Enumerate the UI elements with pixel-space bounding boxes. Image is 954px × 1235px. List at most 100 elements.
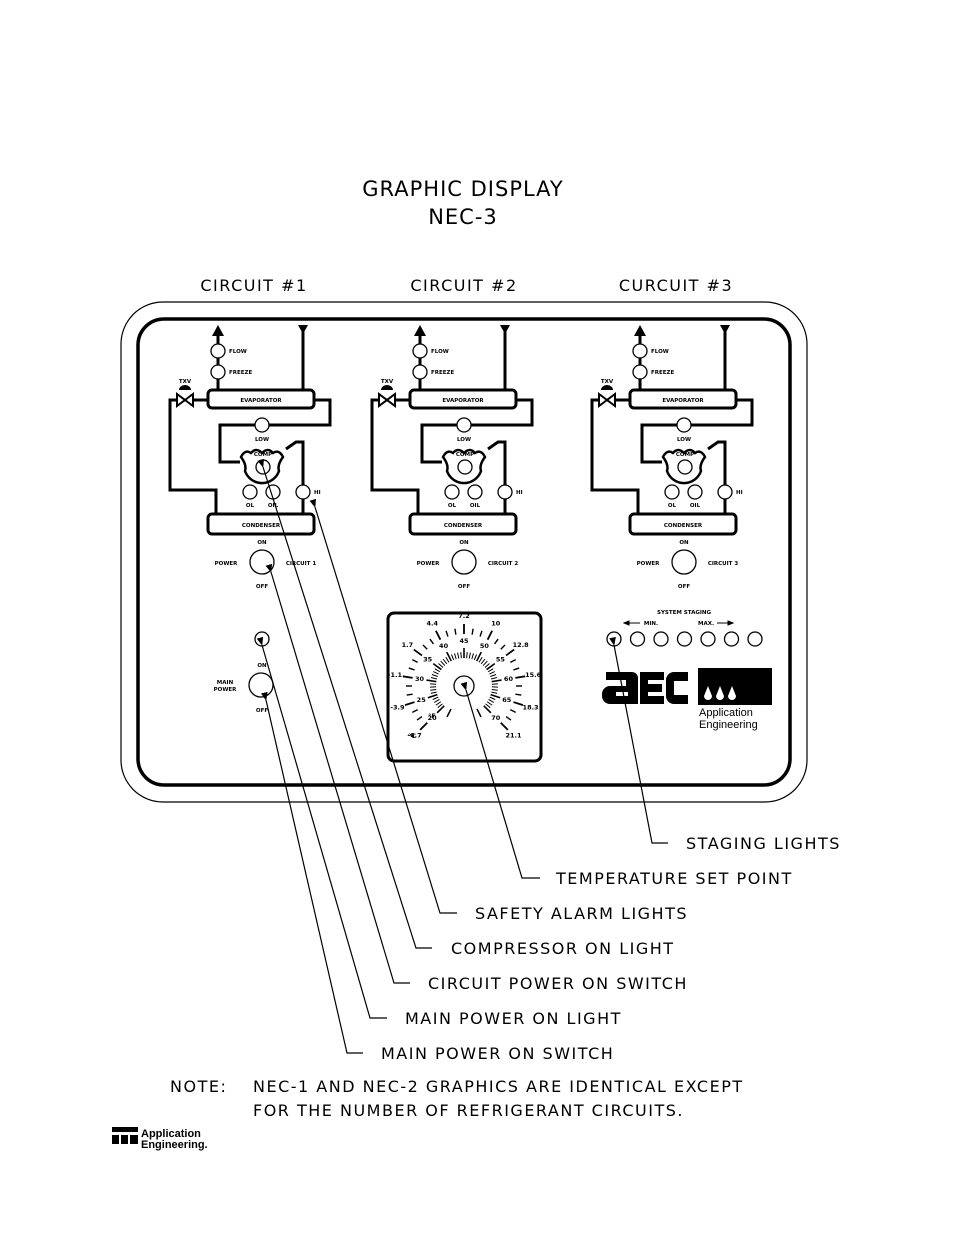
power-label: POWER xyxy=(637,561,661,567)
fahrenheit-label: 50 xyxy=(480,642,490,650)
celsius-tick xyxy=(408,667,415,671)
oil-light xyxy=(687,484,703,500)
fahrenheit-tick xyxy=(432,663,442,671)
dial-mark xyxy=(476,708,482,718)
title-line2: NEC-3 xyxy=(428,205,498,229)
celsius-tick xyxy=(493,638,499,645)
fahrenheit-label: 45 xyxy=(459,637,469,645)
ol-label: OL xyxy=(448,503,457,509)
staging-light-2 xyxy=(629,631,646,647)
circuit-off-label: OFF xyxy=(458,584,470,590)
txv-valve-icon xyxy=(378,392,396,408)
condenser-box xyxy=(206,512,316,536)
celsius-tick xyxy=(513,667,520,671)
footer-aec-mark-icon xyxy=(112,1135,138,1144)
flow-light xyxy=(632,343,648,359)
aec-logo-line2: Engineering xyxy=(699,719,758,731)
txv-actuator-icon xyxy=(381,385,393,390)
circuit-on-label: ON xyxy=(679,540,689,546)
fahrenheit-tick xyxy=(445,657,450,663)
dial-f-unit: °F xyxy=(428,712,436,720)
fahrenheit-tick xyxy=(488,699,495,703)
circuit-header-1: CIRCUIT #1 xyxy=(200,276,307,295)
fahrenheit-tick xyxy=(491,689,498,691)
oil-label: OIL xyxy=(268,503,279,509)
leader-safety-alarm-lights xyxy=(309,498,457,914)
celsius-tick xyxy=(413,648,423,657)
fahrenheit-tick xyxy=(426,679,437,683)
fahrenheit-label: 40 xyxy=(439,642,449,650)
celsius-label: -3.9 xyxy=(390,704,405,712)
dial-frame xyxy=(386,611,543,763)
return-arrow-icon xyxy=(298,325,308,334)
staging-light-1 xyxy=(606,631,622,647)
circuit-power-switch[interactable] xyxy=(451,549,477,575)
flow-label: FLOW xyxy=(651,349,669,355)
celsius-tick xyxy=(515,693,522,696)
comp-label: COMP xyxy=(456,452,474,458)
aec-logo-line1: Application xyxy=(699,707,753,719)
callout-compressor-on-light: COMPRESSOR ON LIGHT xyxy=(451,939,675,958)
txv-actuator-icon xyxy=(179,385,191,390)
celsius-tick xyxy=(515,675,526,679)
celsius-label: 12.8 xyxy=(513,641,530,649)
footer-logo: Application Engineering. xyxy=(112,1127,208,1151)
fahrenheit-tick xyxy=(482,660,488,666)
staging-light-5 xyxy=(700,631,716,647)
celsius-tick xyxy=(435,630,442,641)
fahrenheit-tick xyxy=(430,677,438,680)
note-line2: FOR THE NUMBER OF REFRIGERANT CIRCUITS. xyxy=(253,1101,684,1120)
fahrenheit-tick xyxy=(489,671,495,675)
fahrenheit-tick xyxy=(466,652,468,659)
flow-light xyxy=(210,343,226,359)
system-staging-section: SYSTEM STAGING MIN. MAX. xyxy=(606,610,763,647)
fahrenheit-label: 65 xyxy=(502,696,512,704)
temperature-set-point-knob[interactable] xyxy=(453,675,475,697)
callout-main-power-on-light: MAIN POWER ON LIGHT xyxy=(405,1009,622,1028)
freeze-label: FREEZE xyxy=(431,370,454,376)
fahrenheit-tick xyxy=(440,660,446,666)
fahrenheit-tick xyxy=(490,693,501,699)
txv-valve-icon xyxy=(598,392,616,408)
staging-max-arrow-icon xyxy=(717,620,735,626)
panel-inner-frame xyxy=(136,317,792,787)
fahrenheit-label: 55 xyxy=(496,656,506,664)
celsius-tick xyxy=(479,630,483,637)
main-power-switch[interactable] xyxy=(248,672,274,698)
liquid-line xyxy=(590,398,640,514)
main-power-on-light xyxy=(254,631,270,647)
fahrenheit-tick xyxy=(451,654,455,661)
hi-label: HI xyxy=(516,490,523,496)
footer-logo-line2: Engineering. xyxy=(141,1139,208,1151)
evaporator-label: EVAPORATOR xyxy=(442,398,484,404)
celsius-label: 18.3 xyxy=(523,704,539,712)
circuit-on-label: ON xyxy=(257,540,267,546)
power-label: POWER xyxy=(215,561,239,567)
fahrenheit-label: 20 xyxy=(428,714,438,722)
fahrenheit-tick xyxy=(437,703,443,709)
condenser-label: CONDENSER xyxy=(444,523,483,529)
ol-label: OL xyxy=(246,503,255,509)
compressor-on-light xyxy=(457,459,473,475)
circuit-power-switch[interactable] xyxy=(671,549,697,575)
circuit-power-switch[interactable] xyxy=(249,549,275,575)
fahrenheit-tick xyxy=(433,671,439,675)
condenser-label: CONDENSER xyxy=(664,523,703,529)
fahrenheit-tick xyxy=(491,679,502,683)
txv-label: TXV xyxy=(601,379,614,385)
fahrenheit-tick xyxy=(446,651,453,662)
flow-light xyxy=(412,343,428,359)
celsius-label: 1.7 xyxy=(402,641,414,649)
liquid-line xyxy=(168,398,218,514)
temperature-set-point-dial: °F °C 2025303540455055606570-6.7-3.9-1.1… xyxy=(386,611,543,763)
fahrenheit-tick xyxy=(430,689,437,691)
circuit-off-label: OFF xyxy=(678,584,690,590)
fahrenheit-tick xyxy=(490,677,498,680)
footer-logo-bar xyxy=(112,1127,138,1132)
flow-arrow-icon xyxy=(634,325,646,336)
callout-temperature-set-point: TEMPERATURE SET POINT xyxy=(555,869,793,888)
condenser-box xyxy=(408,512,518,536)
celsius-label: 15.6 xyxy=(525,671,542,679)
